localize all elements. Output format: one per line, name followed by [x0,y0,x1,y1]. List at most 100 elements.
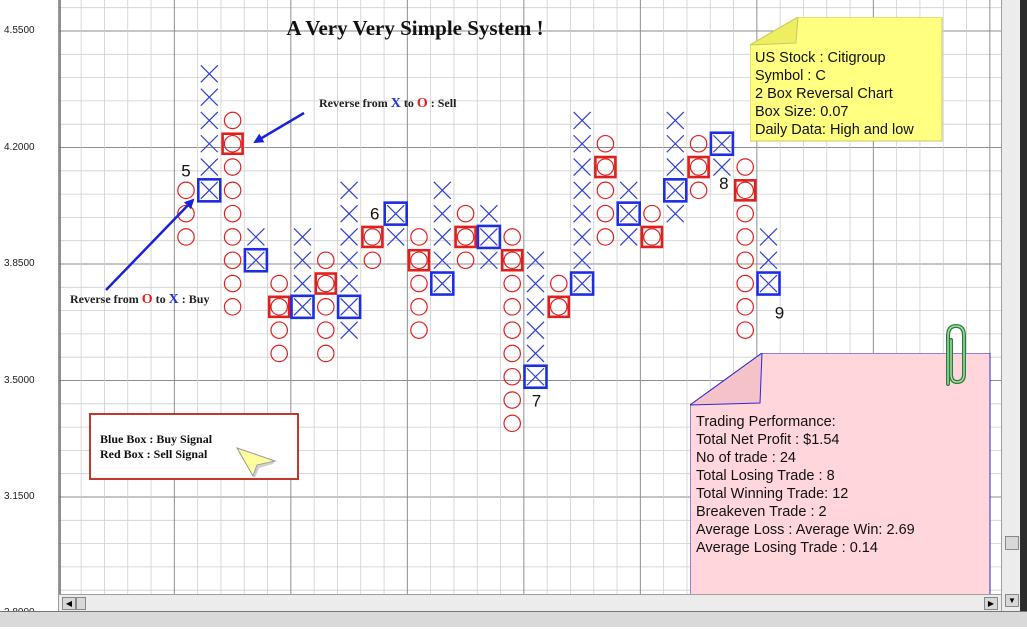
o-mark [316,274,335,293]
buy-note-x: X [168,292,179,307]
o-mark [503,391,521,409]
o-mark [456,204,475,223]
buy-note-prefix: Reverse from [70,292,142,306]
sticky-note-shape [690,353,991,612]
sell-signal-box [733,179,757,202]
x-mark [666,204,685,223]
o-mark [363,228,382,246]
x-mark [712,134,731,153]
x-mark [200,134,219,153]
o-mark [316,344,335,363]
x-mark [526,344,545,363]
o-mark [410,251,428,270]
x-mark [200,181,219,200]
x-mark [573,134,592,153]
sell-note-prefix: Reverse from [319,96,391,110]
x-mark [200,111,219,130]
o-mark [270,298,288,316]
x-mark [293,228,312,246]
o-mark [736,251,754,270]
x-mark [573,181,592,200]
sell-note-x: X [390,96,401,111]
x-mark [340,321,359,340]
scroll-thumb-horizontal[interactable] [76,597,86,610]
buy-signal-box [383,201,409,226]
sell-signal-box [314,272,338,295]
sell-note-mid: to [400,96,417,110]
buy-note-suffix: : Buy [178,292,210,306]
vertical-scrollbar[interactable]: ▼ [1001,0,1021,611]
sell-signal-box [547,295,571,319]
x-mark [573,274,592,293]
o-mark [316,321,335,339]
buy-signal-box [709,131,735,157]
x-mark [433,274,452,293]
o-mark [456,228,475,246]
buy-signal-box [569,271,595,296]
x-mark [340,204,359,223]
scroll-thumb-vertical[interactable] [1005,536,1019,550]
legend-buy-signal: Blue Box : Buy Signal [100,432,213,446]
o-mark [316,251,335,270]
x-mark [340,181,359,200]
o-mark [736,204,754,223]
x-mark [293,274,312,293]
o-mark [596,134,615,153]
buy-signal-box [243,247,269,273]
buy-signal-box [756,271,781,296]
pointer-icon [235,447,277,478]
x-mark [573,228,592,246]
buy-signal-box [476,224,502,250]
sell-note-suffix: : Sell [427,96,457,110]
legend-sell-signal: Red Box : Sell Signal [100,447,208,461]
x-mark [340,251,359,270]
x-mark [433,204,452,223]
o-mark [270,344,288,363]
x-mark [246,251,265,270]
scroll-left-button[interactable]: ◀ [62,597,76,610]
perf-line: Trading Performance: [696,414,836,430]
buy-note-o: O [141,292,153,307]
x-mark [526,297,545,316]
x-mark [619,181,638,200]
x-mark [386,204,405,223]
sell-signal-box [500,248,524,272]
buy-signal-box [197,178,222,203]
sell-arrow [253,111,305,144]
scroll-down-button[interactable]: ▼ [1005,594,1019,607]
y-tick-label: 3.5000 [4,375,35,386]
o-mark [689,158,708,176]
x-mark [433,228,452,246]
sell-signal-box [687,155,710,179]
o-mark [503,344,521,363]
perf-line: Total Winning Trade: 12 [696,486,849,502]
o-mark [736,158,754,176]
performance-lines: Trading Performance: Total Net Profit : … [696,413,915,557]
scroll-right-button[interactable]: ▶ [984,597,998,610]
info-line: Box Size: 0.07 [755,104,849,120]
window-border-bottom [0,611,1027,627]
o-mark [223,228,242,246]
o-mark [223,204,242,223]
window-border-right [1020,0,1027,626]
o-mark [503,414,521,433]
x-mark [479,204,498,223]
x-mark [526,274,545,293]
pivot-label: 7 [532,392,541,411]
o-mark [270,274,288,293]
x-mark [386,228,405,246]
sell-signal-box [640,225,664,249]
horizontal-scrollbar[interactable]: ◀ ▶ [59,594,1001,612]
x-mark [666,181,685,200]
y-tick-label: 3.8500 [4,258,35,269]
o-mark [177,228,195,246]
x-mark [666,111,685,130]
buy-arrow [105,198,195,291]
stock-info-lines: US Stock : Citigroup Symbol : C 2 Box Re… [755,49,914,139]
x-mark [666,134,685,153]
x-mark [433,251,452,270]
sell-signal-box [407,248,431,272]
stock-info-note: US Stock : Citigroup Symbol : C 2 Box Re… [750,17,944,143]
